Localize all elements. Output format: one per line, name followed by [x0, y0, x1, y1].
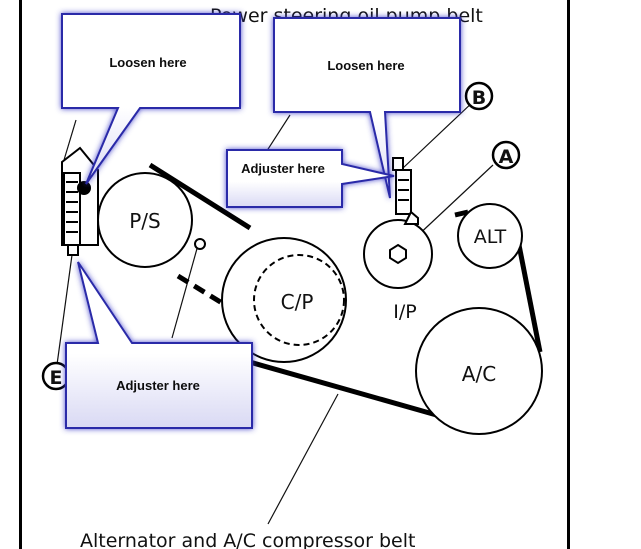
left-frame-border — [19, 0, 22, 549]
callout-adjuster-bottom-text: Adjuster here — [116, 378, 200, 393]
marker-b: B — [464, 81, 494, 111]
alt-pulley: ALT — [457, 203, 523, 269]
cp-label: C/P — [281, 290, 314, 314]
ac-label: A/C — [462, 362, 496, 386]
ps-pulley: P/S — [97, 172, 193, 268]
marker-e-label: E — [50, 367, 63, 389]
callout-adjuster-top-text: Adjuster here — [241, 161, 325, 176]
bottom-belt-title: Alternator and A/C compressor belt — [80, 530, 415, 549]
ip-label: I/P — [393, 301, 416, 323]
callout-adjuster-bottom: Adjuster here — [65, 261, 253, 429]
idler-bolt-icon — [389, 243, 407, 265]
callout-loosen-left-text: Loosen here — [109, 55, 186, 70]
callout-adjuster-top: Adjuster here — [226, 149, 395, 208]
callout-loosen-left: Loosen here — [61, 13, 241, 185]
marker-a-label: A — [499, 146, 514, 168]
marker-b-label: B — [472, 87, 486, 109]
alt-label: ALT — [474, 226, 507, 248]
ps-label: P/S — [129, 209, 161, 233]
cp-pulley: C/P — [221, 237, 347, 363]
alternator-ac-belt — [231, 209, 543, 419]
callout-loosen-right-text: Loosen here — [327, 58, 404, 73]
tensioner-hole-icon — [194, 238, 206, 250]
ps-adjuster-bracket-icon — [61, 146, 99, 256]
ip-pulley: I/P — [363, 219, 433, 323]
ac-pulley: A/C — [415, 307, 543, 435]
right-frame-border — [567, 0, 570, 549]
marker-a: A — [491, 140, 521, 170]
ip-adjuster-bracket-icon — [392, 157, 419, 225]
callout-loosen-right: Loosen here — [273, 17, 461, 199]
